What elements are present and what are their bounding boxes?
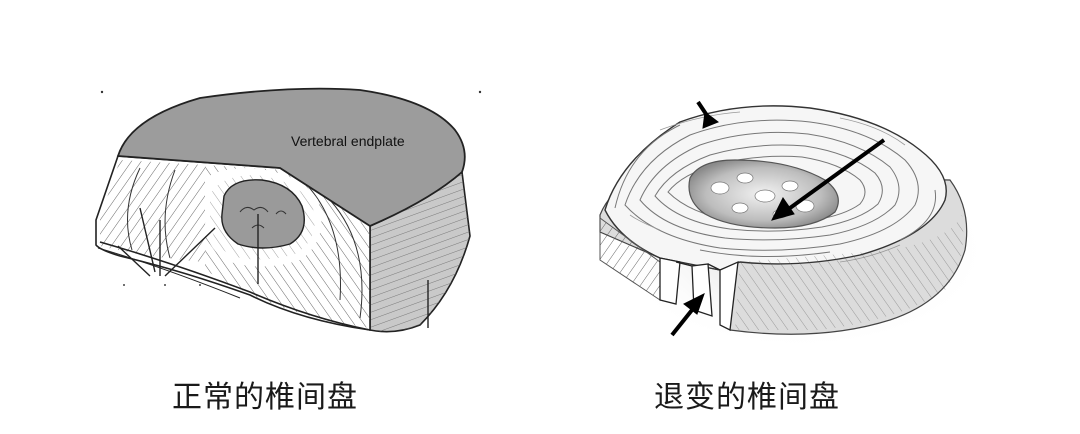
normal-disc-drawing: Vertebral endplate bbox=[96, 89, 481, 332]
caption-degenerated-disc: 退变的椎间盘 bbox=[654, 372, 840, 416]
endplate-label: Vertebral endplate bbox=[291, 133, 405, 149]
caption-normal-disc: 正常的椎间盘 bbox=[172, 372, 358, 416]
degenerated-disc-drawing bbox=[600, 102, 990, 350]
